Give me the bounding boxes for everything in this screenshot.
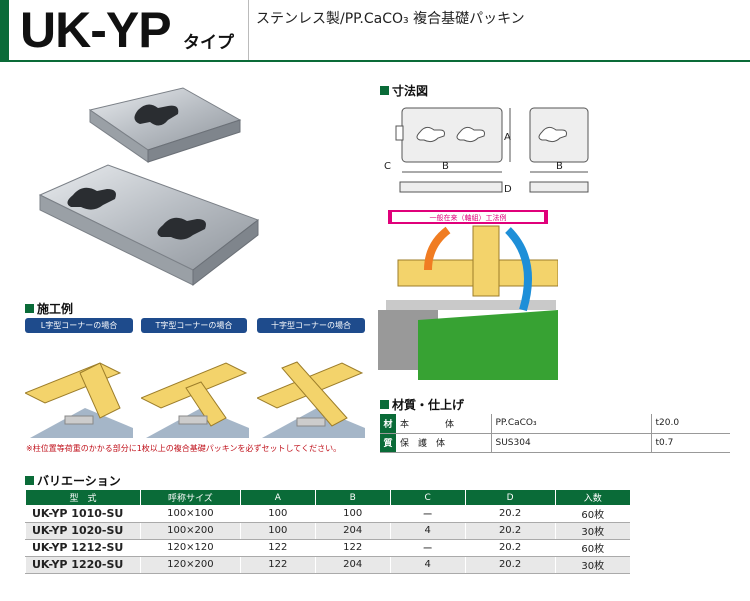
cell-b: 122 [314, 539, 391, 557]
header-rule [0, 60, 750, 62]
cell-size: 120×200 [139, 556, 241, 574]
cell-d: 20.2 [464, 556, 556, 574]
dimensions-heading: 寸法図 [380, 82, 428, 99]
cell-c: ー [389, 539, 466, 557]
table-row: UK-YP 1010-SU 100×100 100 100 ー 20.2 60枚 [25, 505, 630, 523]
cell-a: 100 [239, 522, 316, 540]
cell-qty: 60枚 [554, 505, 630, 523]
material-row: 質 保 護 体 SUS304 t0.7 [380, 433, 730, 453]
material-row-label: 質 [380, 433, 396, 453]
col-header-d: D [464, 490, 556, 505]
cell-c: 4 [389, 556, 466, 574]
example-tab-l: L字型コーナーの場合 [25, 318, 133, 333]
material-table: 材 本 体 PP.CaCO₃ t20.0 質 保 護 体 SUS304 t0.7 [380, 414, 730, 453]
cell-b: 100 [314, 505, 391, 523]
install-note: ※柱位置等荷重のかかる部分に1枚以上の複合基礎パッキンを必ずセットしてください。 [26, 444, 342, 453]
col-header-c: C [389, 490, 466, 505]
cell-model: UK-YP 1010-SU [25, 505, 141, 523]
material-thickness: t20.0 [650, 414, 730, 434]
cell-a: 122 [239, 539, 316, 557]
material-row: 材 本 体 PP.CaCO₃ t20.0 [380, 414, 730, 434]
page-header: UK-YP タイプ ステンレス製/PP.CaCO₃ 複合基礎パッキン [0, 0, 750, 62]
material-heading: 材質・仕上げ [380, 396, 464, 413]
wood-construction-diagram: 一般在来（軸組）工法例 [378, 210, 558, 380]
cell-d: 20.2 [464, 539, 556, 557]
material-thickness: t0.7 [650, 433, 730, 453]
dim-label-b1: B [442, 161, 449, 172]
variations-table: 型 式 呼称サイズ A B C D 入数 UK-YP 1010-SU 100×1… [25, 490, 630, 574]
table-row: UK-YP 1020-SU 100×200 100 204 4 20.2 30枚 [25, 522, 630, 540]
cell-b: 204 [314, 522, 391, 540]
dim-label-c: C [384, 161, 391, 172]
cell-qty: 30枚 [554, 522, 630, 540]
product-photo [38, 87, 260, 287]
col-header-b: B [314, 490, 391, 505]
example-tab-t: T字型コーナーの場合 [141, 318, 247, 333]
material-part: 保 護 体 [396, 433, 491, 453]
cell-size: 100×100 [139, 505, 241, 523]
example-t-illustration [141, 362, 249, 438]
material-row-label: 材 [380, 414, 396, 434]
header-accent-bar [0, 0, 9, 60]
product-type-label: タイプ [183, 33, 234, 53]
col-header-a: A [239, 490, 316, 505]
col-header-qty: 入数 [554, 490, 630, 505]
material-value: PP.CaCO₃ [490, 414, 651, 434]
cell-model: UK-YP 1220-SU [25, 556, 141, 574]
variations-heading: バリエーション [25, 472, 121, 489]
example-tab-cross: 十字型コーナーの場合 [257, 318, 365, 333]
cell-b: 204 [314, 556, 391, 574]
example-l-illustration [25, 362, 133, 438]
dim-label-b2: B [556, 161, 563, 172]
cell-c: 4 [389, 522, 466, 540]
cell-c: ー [389, 505, 466, 523]
example-cross-illustration [257, 361, 365, 438]
cell-qty: 30枚 [554, 556, 630, 574]
cell-size: 100×200 [139, 522, 241, 540]
cell-size: 120×120 [139, 539, 241, 557]
dim-label-d: D [504, 184, 512, 195]
dimension-drawing: A B C B D [384, 107, 589, 195]
material-part: 本 体 [396, 414, 491, 434]
cell-d: 20.2 [464, 505, 556, 523]
table-row: UK-YP 1220-SU 120×200 122 204 4 20.2 30枚 [25, 556, 630, 574]
variations-header-row: 型 式 呼称サイズ A B C D 入数 [25, 490, 630, 505]
cell-d: 20.2 [464, 522, 556, 540]
cell-model: UK-YP 1020-SU [25, 522, 141, 540]
wood-diagram-label: 一般在来（軸組）工法例 [430, 213, 507, 222]
col-header-size: 呼称サイズ [139, 490, 241, 505]
cell-model: UK-YP 1212-SU [25, 539, 141, 557]
dim-label-a: A [504, 132, 511, 143]
cell-a: 100 [239, 505, 316, 523]
header-divider [248, 0, 249, 60]
product-subtitle: ステンレス製/PP.CaCO₃ 複合基礎パッキン [256, 11, 525, 27]
table-row: UK-YP 1212-SU 120×120 122 122 ー 20.2 60枚 [25, 539, 630, 557]
examples-heading: 施工例 [25, 300, 73, 317]
cell-a: 122 [239, 556, 316, 574]
cell-qty: 60枚 [554, 539, 630, 557]
material-value: SUS304 [490, 433, 651, 453]
col-header-model: 型 式 [25, 490, 141, 505]
product-title: UK-YP [20, 2, 172, 58]
